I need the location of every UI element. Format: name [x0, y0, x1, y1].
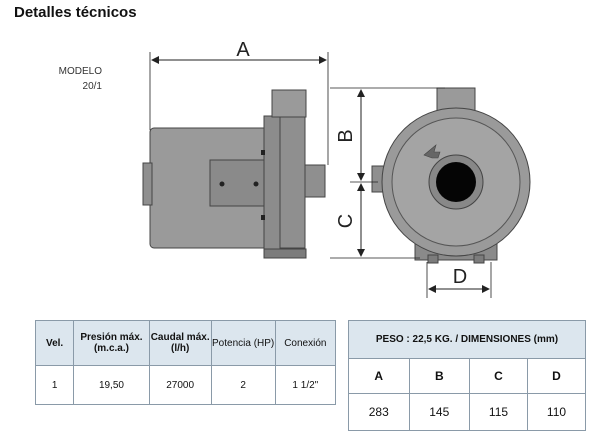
header-conexion: Conexión	[274, 320, 337, 366]
pump-front-view	[371, 87, 531, 264]
col-c: C	[469, 358, 528, 394]
dimension-a-line	[149, 52, 329, 165]
col-d: D	[526, 358, 587, 394]
pump-technical-drawing: A B C D	[142, 39, 531, 298]
cell-potencia: 2	[210, 365, 276, 405]
header-presion: Presión máx. (m.c.a.)	[73, 320, 150, 366]
value-b: 145	[408, 393, 471, 431]
pump-side-view	[142, 89, 326, 259]
cell-vel: 1	[34, 365, 75, 405]
dimension-b-label: B	[335, 129, 357, 142]
table-row: 1 19,50 27000 2 1 1/2"	[34, 365, 337, 405]
specs-header-row: Vel. Presión máx. (m.c.a.) Caudal máx. (…	[34, 320, 337, 366]
header-vel: Vel.	[34, 320, 75, 366]
specs-table: Vel. Presión máx. (m.c.a.) Caudal máx. (…	[34, 320, 337, 405]
table-row: 283 145 115 110	[348, 393, 587, 431]
col-a: A	[348, 358, 410, 394]
page-title: Detalles técnicos	[14, 4, 137, 21]
dimensions-header-row: PESO : 22,5 KG. / DIMENSIONES (mm)	[348, 320, 586, 359]
dimensions-table: PESO : 22,5 KG. / DIMENSIONES (mm) A B C…	[348, 320, 587, 431]
model-label-block: MODELO 20/1	[44, 64, 102, 94]
dimensions-columns-row: A B C D	[348, 358, 587, 394]
cell-presion: 19,50	[73, 365, 150, 405]
value-a: 283	[348, 393, 410, 431]
dimensions-header: PESO : 22,5 KG. / DIMENSIONES (mm)	[348, 320, 586, 359]
col-b: B	[408, 358, 471, 394]
header-caudal: Caudal máx. (l/h)	[148, 320, 212, 366]
dimension-bc-lines	[330, 87, 445, 259]
model-label: MODELO	[58, 66, 102, 77]
value-d: 110	[526, 393, 587, 431]
dimension-a-label: A	[236, 39, 250, 61]
value-c: 115	[469, 393, 528, 431]
dimension-c-label: C	[335, 214, 357, 228]
header-potencia: Potencia (HP)	[210, 320, 276, 366]
cell-caudal: 27000	[148, 365, 212, 405]
model-value: 20/1	[82, 81, 102, 92]
cell-conexion: 1 1/2"	[274, 365, 337, 405]
dimension-d-line	[426, 262, 492, 298]
dimension-d-label: D	[453, 266, 467, 288]
